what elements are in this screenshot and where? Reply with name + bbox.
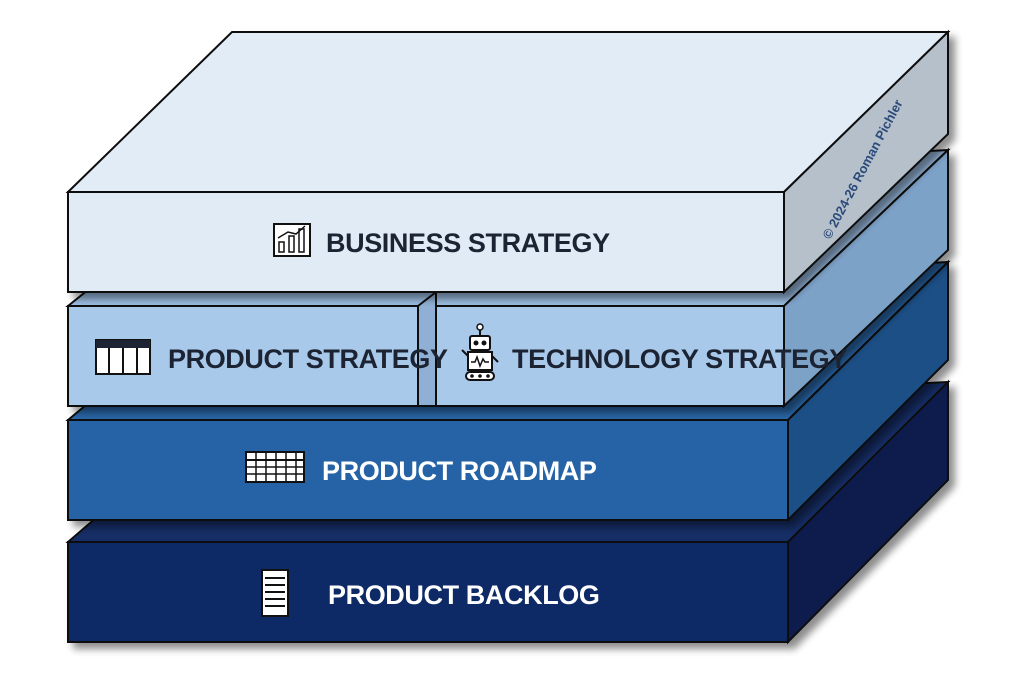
backlog-front-face [67, 541, 789, 643]
product-strategy-label: PRODUCT STRATEGY [168, 344, 448, 374]
grid-icon [245, 451, 305, 483]
roadmap-front-face [67, 419, 789, 521]
list-icon [261, 569, 289, 617]
technology-strategy-label: TECHNOLOGY STRATEGY [512, 344, 847, 374]
table-icon [95, 339, 151, 375]
product-backlog-label: PRODUCT BACKLOG [328, 580, 600, 610]
business-front-face [67, 191, 785, 293]
robot-icon [461, 323, 499, 381]
technology-strategy-front-face [435, 305, 785, 407]
product-roadmap-label: PRODUCT ROADMAP [322, 456, 597, 486]
business-strategy-label: BUSINESS STRATEGY [326, 228, 610, 258]
business-strategy-layer [65, 29, 951, 295]
bar-chart-icon [273, 223, 311, 257]
